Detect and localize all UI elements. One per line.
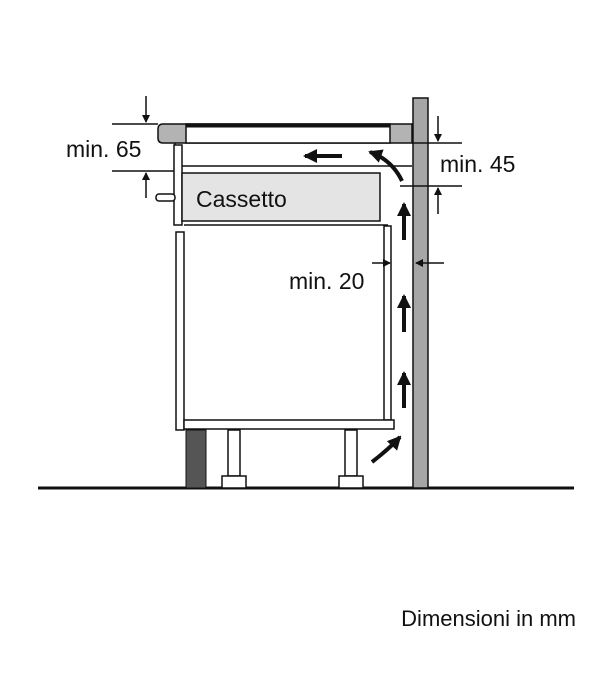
cabinet-foot-right — [338, 475, 364, 489]
side-clearance-label: min. 45 — [440, 151, 515, 177]
cabinet-bottom — [183, 419, 395, 430]
units-note: Dimensioni in mm — [401, 606, 576, 631]
cabinet-back-panel — [383, 225, 392, 421]
cabinet-front-lower — [175, 231, 185, 431]
cooktop-glass — [185, 123, 391, 144]
rear-gap-label: min. 20 — [289, 268, 364, 294]
cabinet-front-upper — [173, 144, 183, 226]
cabinet-leg-right — [344, 429, 358, 477]
drawer-knob — [155, 193, 176, 202]
side-wall — [412, 97, 429, 489]
cabinet-foot-left — [221, 475, 247, 489]
plinth — [185, 429, 207, 489]
airflow-arrow-bottom-curve — [370, 435, 402, 464]
drawer-box — [181, 172, 381, 222]
airflow-arrow-top-curve — [368, 149, 404, 182]
drawer-label: Cassetto — [196, 186, 287, 212]
cabinet-leg-left — [227, 429, 241, 477]
top-clearance-label: min. 65 — [66, 136, 141, 162]
